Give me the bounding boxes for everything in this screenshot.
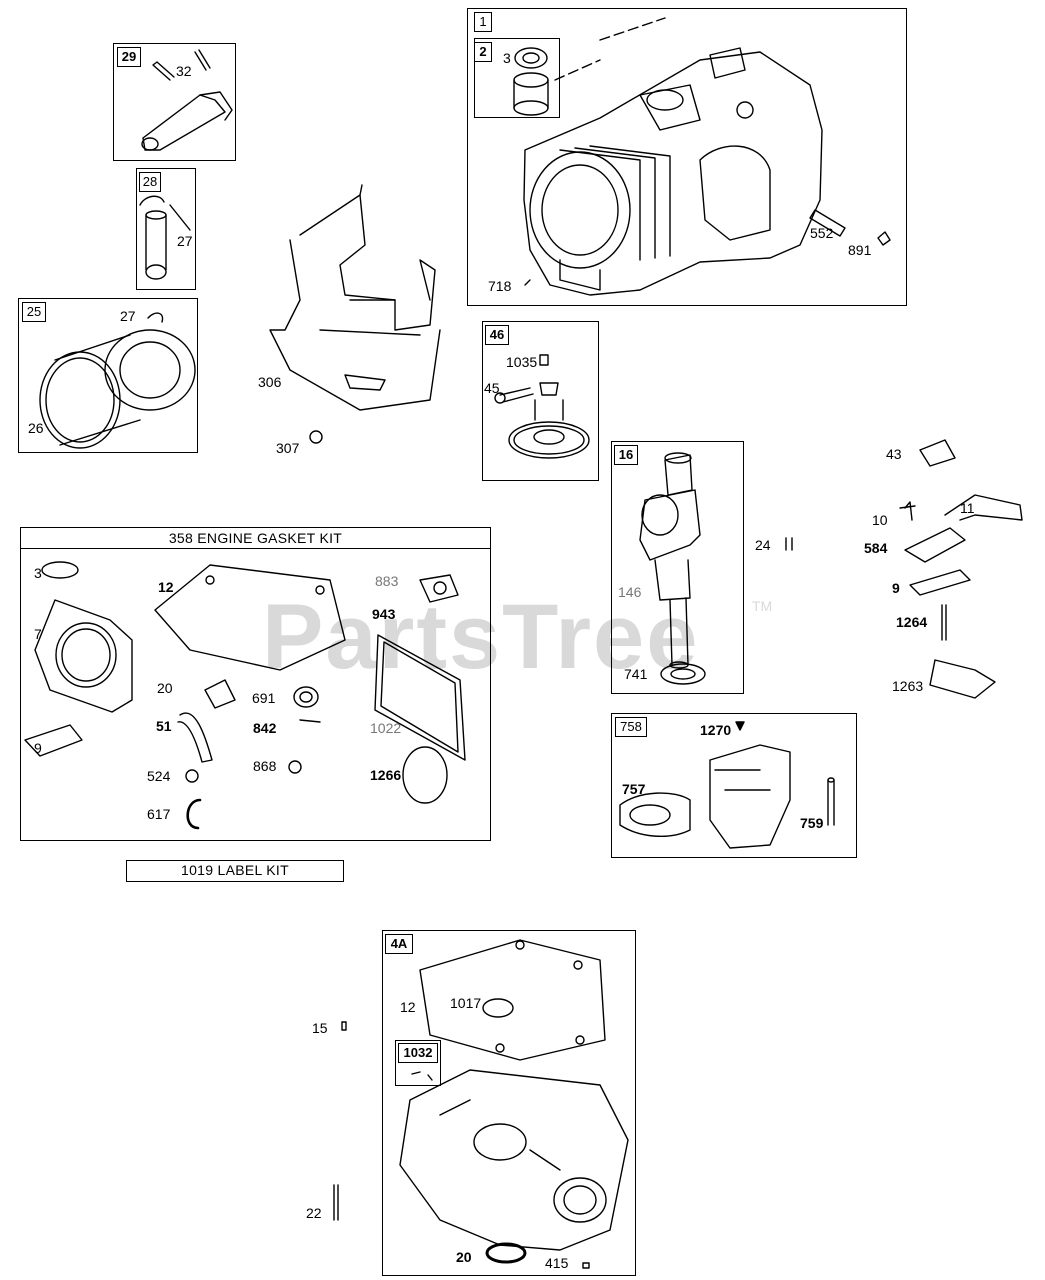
box-25-piston-frame (18, 298, 198, 453)
part-20-sump-label: 20 (456, 1249, 472, 1265)
part-11-label: 11 (960, 500, 975, 516)
part-1270-label: 1270 (700, 722, 732, 738)
gasket-943-label: 943 (372, 606, 396, 622)
gasket-kit-title-bar (20, 527, 491, 549)
box-25-tag: 25 (22, 302, 46, 322)
box-16-crankshaft-frame (611, 441, 744, 694)
gasket-1022-label: 1022 (370, 720, 402, 736)
part-891-label: 891 (848, 242, 872, 258)
governor-parts-drawing (899, 439, 1023, 699)
box-2-sleeve-frame (474, 38, 560, 118)
box-46-camgear-frame (482, 321, 599, 481)
box-29-tag: 29 (117, 47, 141, 67)
engine-block-drawing (523, 17, 823, 296)
part-22-label: 22 (306, 1205, 322, 1221)
box-46-tag: 46 (485, 325, 509, 345)
part-43-label: 43 (886, 446, 902, 462)
part-307-label: 307 (276, 440, 300, 456)
gasket-868-label: 868 (253, 758, 277, 774)
part-3-sleeve-label: 3 (503, 50, 511, 66)
part-415-label: 415 (545, 1255, 569, 1271)
part-584-label: 584 (864, 540, 888, 556)
gasket-kit-drawings (24, 561, 466, 830)
part-26-label: 26 (28, 420, 44, 436)
sump-drawing (333, 939, 629, 1269)
box-4A-sump-frame (382, 930, 636, 1276)
box-4A-tag: 4A (385, 934, 413, 954)
part-718-label: 718 (488, 278, 512, 294)
part-759-label: 759 (800, 815, 824, 831)
gasket-3-label: 3 (34, 565, 42, 581)
label-kit-frame (126, 860, 344, 882)
box-1-engine-frame (467, 8, 907, 306)
connecting-rod-drawing (141, 49, 233, 151)
gasket-20-label: 20 (157, 680, 173, 696)
part-27-piston-label: 27 (120, 308, 136, 324)
part-552-label: 552 (810, 225, 834, 241)
part-1263-label: 1263 (892, 678, 924, 694)
cam-gear-drawing (494, 354, 590, 459)
part-1017-label: 1017 (450, 995, 482, 1011)
box-28-wristpin-frame (136, 168, 196, 290)
box-1032-tag: 1032 (398, 1043, 438, 1063)
part-891-drawing (877, 231, 891, 246)
part-1264-label: 1264 (896, 614, 928, 630)
gasket-9-label: 9 (34, 740, 42, 756)
part-15-label: 15 (312, 1020, 328, 1036)
gasket-691-label: 691 (252, 690, 276, 706)
part-12-sump-label: 12 (400, 999, 416, 1015)
box-28-tag: 28 (139, 172, 161, 192)
box-758-governor-frame (611, 713, 857, 858)
part-27-wristpin-label: 27 (177, 233, 193, 249)
watermark-trademark: TM (752, 598, 773, 614)
part-306-label: 306 (258, 374, 282, 390)
gasket-1266-label: 1266 (370, 767, 402, 783)
wrist-pin-drawing (139, 195, 191, 280)
box-16-tag: 16 (614, 445, 638, 465)
box-1032-frame (395, 1040, 441, 1086)
part-32-label: 32 (176, 63, 192, 79)
watermark: PartsTree (262, 586, 700, 688)
label-kit-title: 1019 LABEL KIT (181, 862, 289, 878)
gasket-12-label: 12 (158, 579, 174, 595)
gasket-kit-frame (20, 527, 491, 841)
box-29-conrod-frame (113, 43, 236, 161)
part-24-label: 24 (755, 537, 771, 553)
part-10-label: 10 (872, 512, 888, 528)
part-9-right-label: 9 (892, 580, 900, 596)
gasket-kit-title: 358 ENGINE GASKET KIT (168, 530, 343, 546)
box-758-tag: 758 (615, 717, 647, 737)
gasket-617-label: 617 (147, 806, 171, 822)
box-1-tag: 1 (474, 12, 492, 32)
cylinder-sleeve-drawing (513, 47, 549, 116)
tube-552-drawing (809, 209, 846, 237)
gasket-883-label: 883 (375, 573, 399, 589)
gasket-7-label: 7 (34, 626, 42, 642)
governor-housing-drawing (619, 721, 835, 849)
part-1035-label: 1035 (506, 354, 538, 370)
gasket-842-label: 842 (253, 720, 277, 736)
part-718-drawing (524, 279, 531, 286)
box-2-tag: 2 (474, 42, 492, 62)
crankshaft-drawing (639, 452, 793, 685)
part-741-label: 741 (624, 666, 648, 682)
shroud-drawing (269, 184, 441, 444)
gasket-524-label: 524 (147, 768, 171, 784)
part-45-label: 45 (484, 380, 500, 396)
piston-drawing (39, 312, 196, 449)
gasket-51-label: 51 (156, 718, 172, 734)
part-146-label: 146 (618, 584, 642, 600)
part-757-label: 757 (622, 781, 646, 797)
